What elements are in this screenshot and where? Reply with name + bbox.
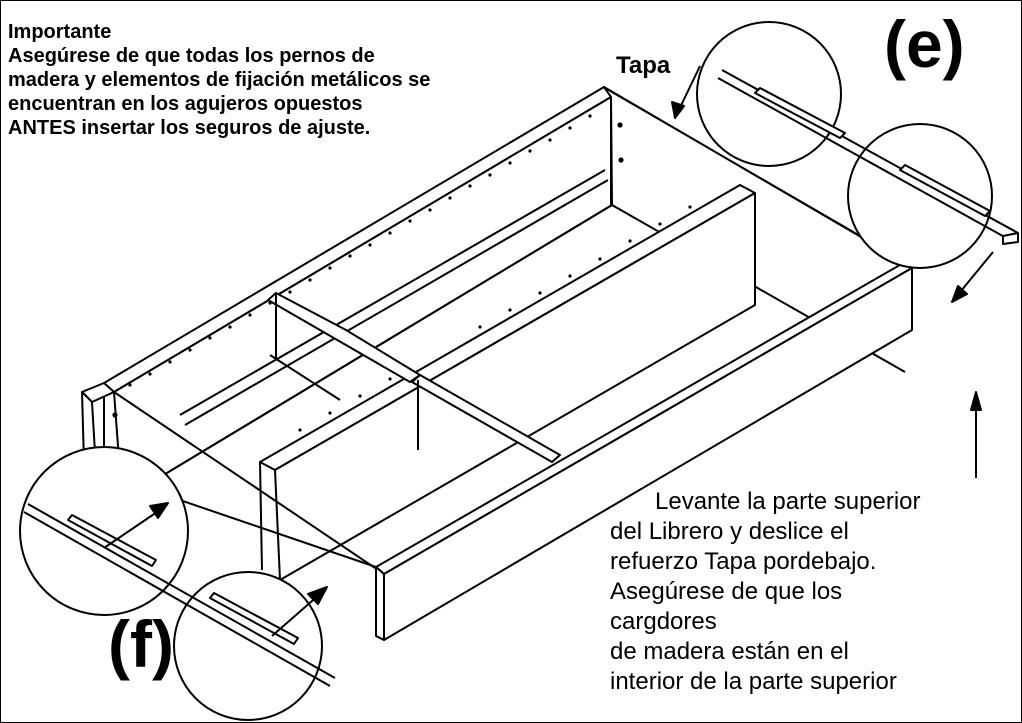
detail-e bbox=[696, 21, 1019, 269]
notice-line: madera y elementos de fijación metálicos… bbox=[8, 69, 431, 91]
instruction-line: cargdores bbox=[610, 608, 717, 635]
pointer-arrows bbox=[103, 65, 994, 637]
cross-shelf-right bbox=[411, 374, 561, 463]
detail-f bbox=[19, 446, 336, 721]
detail-e-label: (e) bbox=[884, 7, 965, 81]
instruction-line: interior de la parte superior bbox=[610, 668, 897, 695]
notice-line: ANTES insertar los seguros de ajuste. bbox=[8, 117, 371, 139]
hole-pattern bbox=[112, 114, 692, 453]
instruction-line: refuerzo Tapa pordebajo. bbox=[610, 548, 877, 575]
instruction-line: Levante la parte superior bbox=[655, 488, 921, 515]
tapa-label: Tapa bbox=[616, 52, 671, 79]
important-notice: Importante Asegúrese de que todas los pe… bbox=[8, 20, 608, 140]
instruction-line: Asegúrese de que los bbox=[610, 578, 843, 605]
notice-heading: Importante bbox=[8, 21, 112, 43]
notice-line: encuentran en los agujeros opuestos bbox=[8, 93, 363, 115]
instructions-text: Levante la parte superior del Librero y … bbox=[610, 487, 1020, 697]
notice-line: Asegúrese de que todas los pernos de bbox=[8, 45, 375, 67]
instruction-line: de madera están en el bbox=[610, 638, 849, 665]
detail-f-label: (f) bbox=[108, 607, 174, 681]
long-divider bbox=[259, 184, 756, 581]
instruction-line: del Librero y deslice el bbox=[610, 518, 849, 545]
